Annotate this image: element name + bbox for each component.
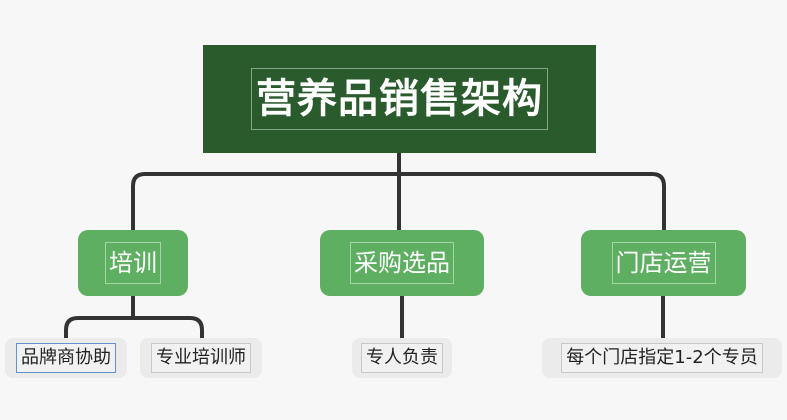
subtopic-trainer[interactable]: 专业培训师 <box>140 338 262 378</box>
root-topic-title: 营养品销售架构 <box>251 68 548 130</box>
subtopic-label: 每个门店指定1-2个专员 <box>561 343 763 373</box>
subtopic-dedicated-person[interactable]: 专人负责 <box>352 338 452 378</box>
subtopic-label: 专人负责 <box>361 343 443 373</box>
topic-store-operations[interactable]: 门店运营 <box>581 230 746 296</box>
topic-training[interactable]: 培训 <box>78 230 188 296</box>
topic-label: 门店运营 <box>611 242 716 284</box>
topic-label: 培训 <box>105 242 161 284</box>
topic-procurement[interactable]: 采购选品 <box>320 230 484 296</box>
topic1-sub-branches <box>64 316 204 340</box>
subtopic-label: 专业培训师 <box>151 343 251 373</box>
subtopic-store-specialists[interactable]: 每个门店指定1-2个专员 <box>542 338 782 378</box>
subtopic-brand-assist[interactable]: 品牌商协助 <box>5 338 127 378</box>
subtopic-label: 品牌商协助 <box>16 343 116 373</box>
topic-label: 采购选品 <box>350 242 454 284</box>
root-topic[interactable]: 营养品销售架构 <box>203 45 596 153</box>
